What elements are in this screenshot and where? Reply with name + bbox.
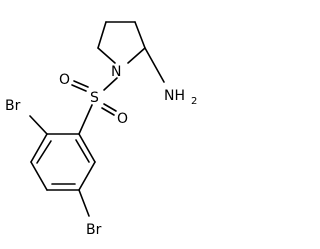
bond-c2-nh2 <box>144 47 165 83</box>
bond-s-o-bottom-b <box>101 107 115 116</box>
bond-ring-c4-c5 <box>97 21 107 49</box>
bond-benz-c3-c4 <box>30 161 48 191</box>
bond-ring-c2-c3 <box>134 21 146 49</box>
bond-n-s <box>103 77 118 91</box>
bond-benz-c2-c3 <box>30 133 48 163</box>
molecule-structure: N S O O Br Br NH 2 <box>5 21 197 238</box>
atom-amine-subscript: 2 <box>191 96 197 107</box>
bond-benz-c6-c1 <box>78 133 96 163</box>
bond-s-o-top-a <box>73 80 89 88</box>
bond-ring-c5-n <box>97 47 116 64</box>
atom-oxygen-bottom-label: O <box>117 111 128 127</box>
bond-s-o-bottom-a <box>103 103 117 112</box>
atom-sulfur-label: S <box>90 90 99 106</box>
bond-s-aryl <box>78 104 93 135</box>
benzene-ring <box>30 133 96 191</box>
atom-nitrogen-label: N <box>111 64 121 80</box>
atom-bromine-bottom-label: Br <box>86 222 102 238</box>
bond-c-br-top <box>29 115 48 135</box>
atom-oxygen-top-label: O <box>59 72 70 88</box>
bond-benz-inner-1 <box>36 140 52 164</box>
bond-ring-n-c2 <box>127 47 146 64</box>
bond-s-o-top-b <box>71 84 87 92</box>
bond-benz-inner-3 <box>75 139 90 163</box>
atom-bromine-top-label: Br <box>5 98 21 114</box>
sulfonyl-group <box>71 80 117 116</box>
atom-amine-label: NH <box>164 88 185 104</box>
pyrrolidine-ring <box>97 21 146 64</box>
bond-c-br-bottom <box>78 189 90 217</box>
bond-benz-c5-c6 <box>78 161 96 191</box>
